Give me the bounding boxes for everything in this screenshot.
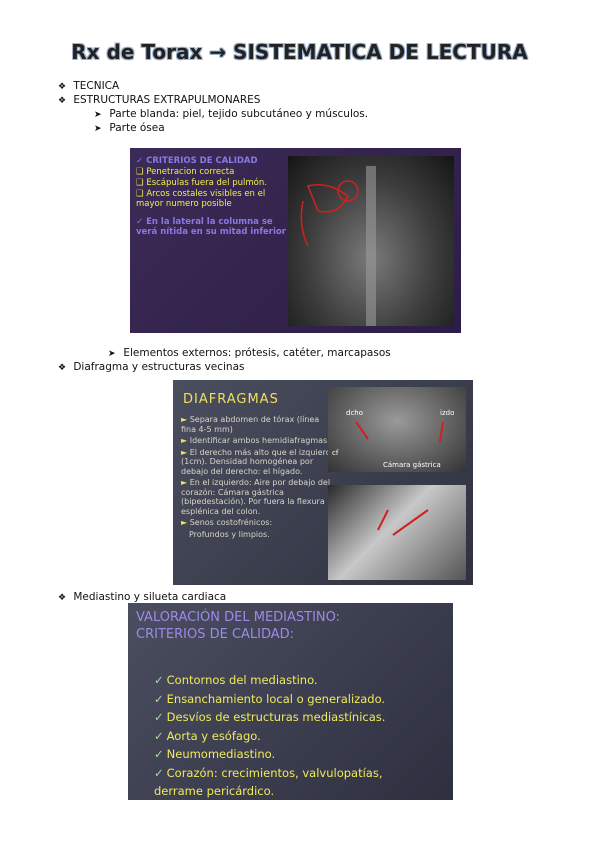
slide3-item-text: Contornos del mediastino.: [166, 673, 318, 687]
arrow-bullet-icon: ➤: [108, 349, 116, 359]
slide2-item-text: El derecho más alto que el izquierdo (1c…: [181, 447, 336, 476]
slide3-title: VALORACIÓN DEL MEDIASTINO: CRITERIOS DE …: [136, 609, 340, 643]
slide1-item-text: Escápulas fuera del pulmón.: [146, 178, 267, 188]
outline-subitem-parte-blanda: ➤ Parte blanda: piel, tejido subcutáneo …: [94, 108, 368, 120]
chest-xray-frontal-image: dcho izdo cf Cámara gástrica: [328, 387, 466, 472]
label-camara-gastrica: Cámara gástrica: [383, 461, 441, 469]
arrow-overlay: [377, 509, 429, 536]
slide2-item: ► En el izquierdo: Aire por debajo del c…: [181, 478, 336, 516]
slide1-list: ✓ CRITERIOS DE CALIDAD ❑ Penetracion cor…: [136, 156, 286, 238]
outline-text: Parte ósea: [109, 122, 165, 134]
slide3-item: ✓Aorta y esófago.: [154, 727, 434, 746]
diamond-bullet-icon: ❖: [58, 96, 67, 106]
triangle-bullet-icon: ►: [181, 415, 188, 424]
diamond-bullet-icon: ❖: [58, 363, 67, 373]
slide2-item-text: Separa abdomen de tórax (línea fina 4-5 …: [181, 415, 320, 434]
outline-item-diafragma: ❖ Diafragma y estructuras vecinas: [58, 361, 245, 373]
slide3-item: ✓Ensanchamiento local o generalizado.: [154, 690, 434, 709]
slide3-title-line1: VALORACIÓN DEL MEDIASTINO:: [136, 610, 341, 625]
outline-text: Mediastino y silueta cardiaca: [73, 591, 227, 603]
slide1-item-text: Arcos costales visibles en el mayor nume…: [136, 189, 266, 209]
outline-item-estructuras: ❖ ESTRUCTURAS EXTRAPULMONARES: [58, 94, 260, 106]
triangle-bullet-icon: ►: [181, 447, 188, 457]
chest-xray-lateral-image: [328, 485, 466, 580]
label-cf: cf: [332, 449, 339, 457]
slide2-item: ► Separa abdomen de tórax (línea fina 4-…: [181, 415, 336, 434]
slide3-item: ✓Desvíos de estructuras mediastínicas.: [154, 708, 434, 727]
slide3-item-text: Neumomediastino.: [166, 747, 276, 761]
slide3-title-line2: CRITERIOS DE CALIDAD:: [136, 627, 295, 642]
slide3-item: ✓Corazón: crecimientos, valvulopatías, d…: [154, 764, 434, 801]
outline-item-tecnica: ❖ TECNICA: [58, 80, 119, 92]
slide2-item-text: En el izquierdo: Aire por debajo del cor…: [181, 478, 331, 516]
chest-xray-image: [288, 156, 454, 326]
outline-text: Elementos externos: prótesis, catéter, m…: [123, 347, 391, 359]
slide2-item: ► El derecho más alto que el izquierdo (…: [181, 448, 336, 477]
triangle-bullet-icon: ►: [181, 518, 188, 527]
check-icon: ✓: [154, 747, 164, 761]
slide3-item-text: Desvíos de estructuras mediastínicas.: [166, 710, 386, 724]
slide3-item-text: Ensanchamiento local o generalizado.: [166, 691, 386, 706]
diamond-bullet-icon: ❖: [58, 82, 67, 92]
slide1-item: ✓ CRITERIOS DE CALIDAD: [136, 156, 258, 166]
slide2-item-text: Identificar ambos hemidiafragmas.: [189, 436, 330, 445]
xray-overlay: [300, 166, 376, 326]
outline-text: TECNICA: [73, 80, 120, 92]
outline-text: ESTRUCTURAS EXTRAPULMONARES: [73, 94, 261, 106]
outline-text: Diafragma y estructuras vecinas: [73, 361, 245, 373]
label-dcho: dcho: [346, 409, 364, 417]
slide3-list: ✓Contornos del mediastino. ✓Ensanchamien…: [154, 671, 434, 800]
outline-subitem-parte-osea: ➤ Parte ósea: [94, 122, 165, 134]
slide2-title: DIAFRAGMAS: [183, 392, 279, 407]
check-icon: ✓: [154, 765, 164, 780]
outline-subitem-elementos: ➤ Elementos externos: prótesis, catéter,…: [108, 347, 391, 359]
triangle-bullet-icon: ►: [181, 478, 188, 487]
slide-criterios-calidad: ✓ CRITERIOS DE CALIDAD ❑ Penetracion cor…: [130, 148, 461, 333]
slide3-item-text: Aorta y esófago.: [166, 728, 261, 743]
check-icon: ✓: [154, 691, 164, 706]
slide-diafragmas: DIAFRAGMAS ► Separa abdomen de tórax (lí…: [173, 380, 473, 585]
slide2-item-text: Senos costofrénicos:: [189, 518, 273, 527]
slide-mediastino: VALORACIÓN DEL MEDIASTINO: CRITERIOS DE …: [128, 603, 453, 800]
page-title: Rx de Torax → SISTEMATICA DE LECTURA: [71, 40, 528, 64]
slide2-subitem: Profundos y limpios.: [189, 529, 270, 539]
slide2-item: ► Senos costofrénicos:: [181, 518, 336, 528]
label-izdo: izdo: [440, 409, 455, 417]
triangle-bullet-icon: ►: [181, 436, 188, 445]
slide1-item: ✓ En la lateral la columna se verá nítid…: [136, 217, 286, 237]
slide1-item: ❑ Escápulas fuera del pulmón.: [136, 178, 267, 188]
check-icon: ✓: [154, 728, 164, 743]
slide3-item: ✓Neumomediastino.: [154, 745, 434, 764]
slide2-item: ► Identificar ambos hemidiafragmas.: [181, 436, 336, 446]
arrow-overlay: [355, 421, 444, 443]
check-icon: ✓: [154, 710, 164, 724]
slide1-item: ❑ Penetracion correcta: [136, 167, 235, 177]
check-icon: ✓: [154, 673, 164, 687]
slide3-item-text: Corazón: crecimientos, valvulopatías, de…: [154, 765, 383, 799]
outline-text: Parte blanda: piel, tejido subcutáneo y …: [109, 108, 369, 120]
slide1-item: ❑ Arcos costales visibles en el mayor nu…: [136, 189, 266, 209]
outline-item-mediastino: ❖ Mediastino y silueta cardiaca: [58, 591, 226, 603]
slide2-list: ► Separa abdomen de tórax (línea fina 4-…: [181, 415, 336, 541]
slide1-item-text: En la lateral la columna se verá nítida …: [136, 217, 286, 237]
arrow-bullet-icon: ➤: [94, 110, 102, 120]
slide1-item-text: CRITERIOS DE CALIDAD: [146, 156, 258, 166]
arrow-bullet-icon: ➤: [94, 124, 102, 134]
diamond-bullet-icon: ❖: [58, 593, 67, 603]
slide1-item-text: Penetracion correcta: [146, 167, 235, 177]
slide3-item: ✓Contornos del mediastino.: [154, 671, 434, 690]
